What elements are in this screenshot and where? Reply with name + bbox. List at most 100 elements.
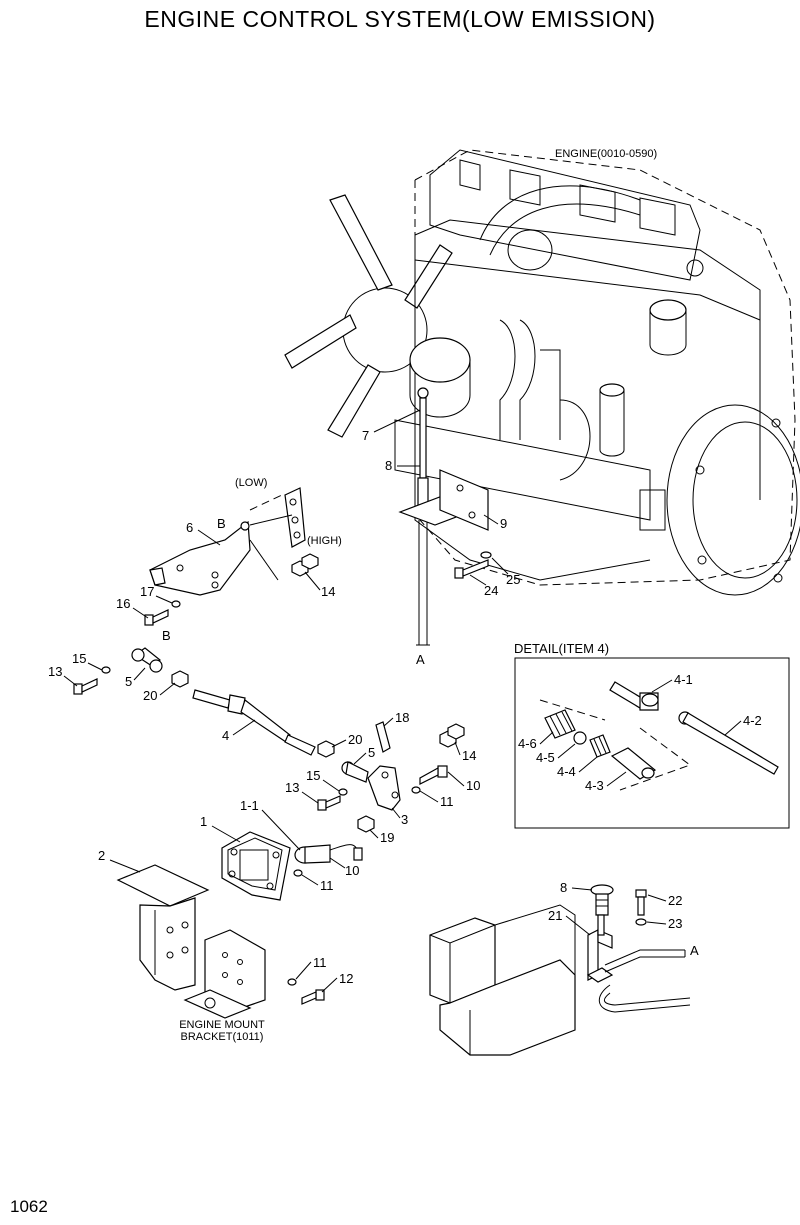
detail-callout-4-3: 4-3 xyxy=(585,778,604,793)
callout-14-right: 14 xyxy=(462,748,476,763)
label-low: (LOW) xyxy=(235,477,267,489)
callout-9: 9 xyxy=(500,516,507,531)
washer-17 xyxy=(171,600,181,608)
bracket-6 xyxy=(149,520,251,596)
bolt-16 xyxy=(144,609,169,626)
fuel-injection-pump xyxy=(429,904,576,1056)
detail-callout-4-6: 4-6 xyxy=(518,736,537,751)
callout-5-left: 5 xyxy=(125,674,132,689)
control-cable xyxy=(416,387,430,646)
callout-21: 21 xyxy=(548,908,562,923)
callout-7: 7 xyxy=(362,428,369,443)
detail-item-4: 4-1 4-2 4-6 4-5 4-4 4-3 xyxy=(514,657,790,829)
washer-23 xyxy=(635,918,647,926)
callout-13-left: 13 xyxy=(48,664,62,679)
bolt-12 xyxy=(301,989,325,1005)
bracket-21 xyxy=(586,914,614,983)
label-b-top: B xyxy=(217,516,226,531)
callout-11-low: 11 xyxy=(313,955,327,970)
label-a-cable: A xyxy=(416,652,425,667)
callout-15-left: 15 xyxy=(72,651,86,666)
callout-15-right: 15 xyxy=(306,768,320,783)
nut-14b xyxy=(301,553,319,570)
mount-label-line1: ENGINE MOUNT xyxy=(179,1019,265,1031)
cable-bracket-9 xyxy=(398,469,489,531)
detail-callout-4-4: 4-4 xyxy=(557,764,576,779)
cable-end-8-bottom xyxy=(590,884,614,916)
flywheel-housing xyxy=(666,404,800,596)
detail-part-4-5 xyxy=(573,731,587,745)
bolt-13-left xyxy=(73,678,98,695)
detail-part-4-2 xyxy=(678,711,779,775)
engine-mount-bracket xyxy=(183,929,266,1019)
nut-19 xyxy=(357,815,375,833)
engine-fan xyxy=(284,194,453,438)
washer-15-left xyxy=(101,666,111,674)
callout-3: 3 xyxy=(401,812,408,827)
switch-1-1 xyxy=(294,844,363,864)
callout-1-1: 1-1 xyxy=(240,798,259,813)
callout-5-right: 5 xyxy=(368,745,375,760)
nut-20-right xyxy=(317,740,335,758)
callout-10-mid: 10 xyxy=(345,863,359,878)
bracket-2 xyxy=(116,864,210,991)
bolt-10-right xyxy=(419,765,448,785)
callout-2: 2 xyxy=(98,848,105,863)
callout-8: 8 xyxy=(385,458,392,473)
pin-18 xyxy=(375,721,391,753)
washer-11-mid xyxy=(293,869,303,877)
callout-20-left: 20 xyxy=(143,688,157,703)
callout-17: 17 xyxy=(140,584,154,599)
detail-frame xyxy=(514,657,790,829)
detail-part-4-4 xyxy=(589,734,611,758)
callout-24: 24 xyxy=(484,583,498,598)
lever-plate xyxy=(284,487,306,548)
actuator-1 xyxy=(221,831,291,901)
callout-14-top: 14 xyxy=(321,584,335,599)
callout-11-mid: 11 xyxy=(320,878,334,893)
mount-label-line2: BRACKET(1011) xyxy=(181,1031,264,1043)
rod-end-5-left xyxy=(131,647,163,673)
callout-16: 16 xyxy=(116,596,130,611)
engine-label: ENGINE(0010-0590) xyxy=(555,148,657,160)
callout-22: 22 xyxy=(668,893,682,908)
rod-4 xyxy=(192,689,316,756)
detail-part-4-6 xyxy=(544,709,576,739)
detail-callout-4-1: 4-1 xyxy=(674,672,693,687)
engine-filter xyxy=(409,337,471,418)
detail-part-4-1 xyxy=(609,681,659,711)
detail-title: DETAIL(ITEM 4) xyxy=(514,641,609,656)
page-title: ENGINE CONTROL SYSTEM(LOW EMISSION) xyxy=(144,6,656,32)
bolt-13-right xyxy=(317,795,341,811)
washer-15-right xyxy=(338,788,348,796)
engine-drawing xyxy=(284,149,800,596)
label-high: (HIGH) xyxy=(307,535,342,547)
nut-14-right-b xyxy=(447,723,465,740)
label-b-left: B xyxy=(162,628,171,643)
callout-13-right: 13 xyxy=(285,780,299,795)
callout-12: 12 xyxy=(339,971,353,986)
nut-20-left xyxy=(171,670,189,688)
detail-part-4-3 xyxy=(610,747,657,780)
detail-callout-4-2: 4-2 xyxy=(743,713,762,728)
bolt-22 xyxy=(635,889,647,916)
callout-10-right: 10 xyxy=(466,778,480,793)
page-number: 1062 xyxy=(10,1197,48,1216)
callout-8-bottom: 8 xyxy=(560,880,567,895)
washer-11-low xyxy=(287,978,297,986)
callout-4: 4 xyxy=(222,728,229,743)
detail-callout-4-5: 4-5 xyxy=(536,750,555,765)
callout-18: 18 xyxy=(395,710,409,725)
cable-routing-a xyxy=(598,949,691,1013)
washer-11-right xyxy=(411,786,421,794)
lever-3 xyxy=(367,765,401,811)
washer-25 xyxy=(480,551,492,559)
callout-19: 19 xyxy=(380,830,394,845)
callout-25: 25 xyxy=(506,572,520,587)
rod-end-5-right xyxy=(341,761,369,783)
callout-11-right: 11 xyxy=(440,794,454,809)
callout-20-right: 20 xyxy=(348,732,362,747)
callout-1: 1 xyxy=(200,814,207,829)
callout-23: 23 xyxy=(668,916,682,931)
